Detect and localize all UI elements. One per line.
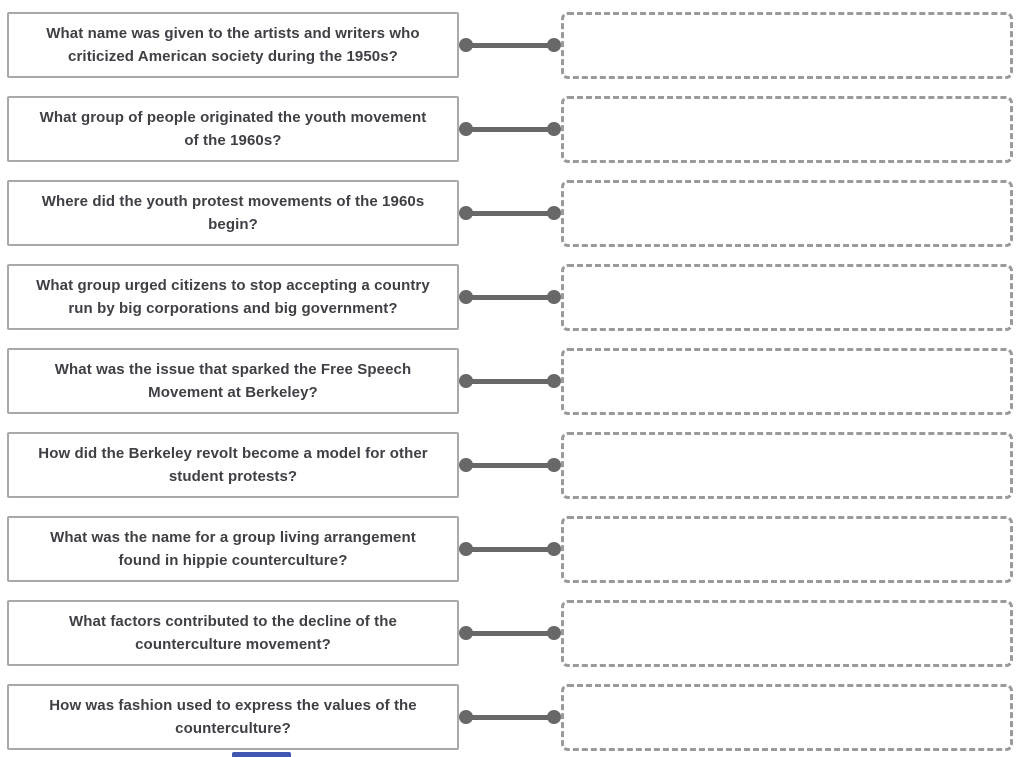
match-row: What factors contributed to the decline … bbox=[7, 599, 1024, 667]
answer-drop-zone[interactable] bbox=[561, 347, 1013, 415]
match-row: How did the Berkeley revolt become a mod… bbox=[7, 431, 1024, 499]
match-row: What name was given to the artists and w… bbox=[7, 11, 1024, 79]
answer-drop-zone[interactable] bbox=[561, 515, 1013, 583]
connector-left-dot-icon bbox=[459, 374, 473, 388]
connector bbox=[459, 12, 561, 78]
answer-drop-zone[interactable] bbox=[561, 431, 1013, 499]
connector bbox=[459, 96, 561, 162]
connector-line bbox=[471, 42, 549, 48]
connector-left-dot-icon bbox=[459, 710, 473, 724]
question-card[interactable]: What group of people originated the yout… bbox=[7, 96, 459, 162]
connector-right-dot-icon bbox=[547, 458, 561, 472]
connector-line bbox=[471, 378, 549, 384]
answer-drop-zone[interactable] bbox=[561, 599, 1013, 667]
connector-line bbox=[471, 546, 549, 552]
connector-left-dot-icon bbox=[459, 542, 473, 556]
question-card[interactable]: What name was given to the artists and w… bbox=[7, 12, 459, 78]
answer-drop-zone[interactable] bbox=[561, 683, 1013, 751]
match-row: What group urged citizens to stop accept… bbox=[7, 263, 1024, 331]
match-row: How was fashion used to express the valu… bbox=[7, 683, 1024, 751]
connector-right-dot-icon bbox=[547, 374, 561, 388]
connector-right-dot-icon bbox=[547, 38, 561, 52]
match-row: What group of people originated the yout… bbox=[7, 95, 1024, 163]
connector-right-dot-icon bbox=[547, 122, 561, 136]
question-card[interactable]: How was fashion used to express the valu… bbox=[7, 684, 459, 750]
connector-left-dot-icon bbox=[459, 38, 473, 52]
connector bbox=[459, 516, 561, 582]
connector-right-dot-icon bbox=[547, 626, 561, 640]
question-text: What name was given to the artists and w… bbox=[46, 25, 420, 65]
connector-line bbox=[471, 210, 549, 216]
match-row: Where did the youth protest movements of… bbox=[7, 179, 1024, 247]
match-row: What was the name for a group living arr… bbox=[7, 515, 1024, 583]
question-card[interactable]: How did the Berkeley revolt become a mod… bbox=[7, 432, 459, 498]
question-card[interactable]: What group urged citizens to stop accept… bbox=[7, 264, 459, 330]
connector-line bbox=[471, 462, 549, 468]
connector-left-dot-icon bbox=[459, 122, 473, 136]
connector-right-dot-icon bbox=[547, 710, 561, 724]
partially-visible-card-edge bbox=[232, 752, 291, 757]
question-card[interactable]: What was the name for a group living arr… bbox=[7, 516, 459, 582]
connector-line bbox=[471, 714, 549, 720]
connector bbox=[459, 600, 561, 666]
connector bbox=[459, 264, 561, 330]
match-row: What was the issue that sparked the Free… bbox=[7, 347, 1024, 415]
connector bbox=[459, 180, 561, 246]
question-card[interactable]: What factors contributed to the decline … bbox=[7, 600, 459, 666]
connector-right-dot-icon bbox=[547, 206, 561, 220]
question-text: What was the issue that sparked the Free… bbox=[54, 361, 412, 401]
answer-drop-zone[interactable] bbox=[561, 11, 1013, 79]
connector-right-dot-icon bbox=[547, 542, 561, 556]
connector-left-dot-icon bbox=[459, 458, 473, 472]
connector bbox=[459, 684, 561, 750]
connector bbox=[459, 348, 561, 414]
question-text: Where did the youth protest movements of… bbox=[41, 193, 425, 233]
connector-line bbox=[471, 630, 549, 636]
connector-line bbox=[471, 126, 549, 132]
connector bbox=[459, 432, 561, 498]
question-text: What was the name for a group living arr… bbox=[50, 529, 416, 569]
question-card[interactable]: Where did the youth protest movements of… bbox=[7, 180, 459, 246]
question-text: How was fashion used to express the valu… bbox=[49, 697, 417, 737]
answer-drop-zone[interactable] bbox=[561, 179, 1013, 247]
answer-drop-zone[interactable] bbox=[561, 263, 1013, 331]
connector-line bbox=[471, 294, 549, 300]
answer-drop-zone[interactable] bbox=[561, 95, 1013, 163]
connector-left-dot-icon bbox=[459, 626, 473, 640]
question-card[interactable]: What was the issue that sparked the Free… bbox=[7, 348, 459, 414]
connector-left-dot-icon bbox=[459, 206, 473, 220]
question-text: What group of people originated the yout… bbox=[39, 109, 427, 149]
question-text: What group urged citizens to stop accept… bbox=[36, 277, 430, 317]
question-text: What factors contributed to the decline … bbox=[69, 613, 397, 653]
connector-left-dot-icon bbox=[459, 290, 473, 304]
connector-right-dot-icon bbox=[547, 290, 561, 304]
question-text: How did the Berkeley revolt become a mod… bbox=[38, 445, 428, 485]
